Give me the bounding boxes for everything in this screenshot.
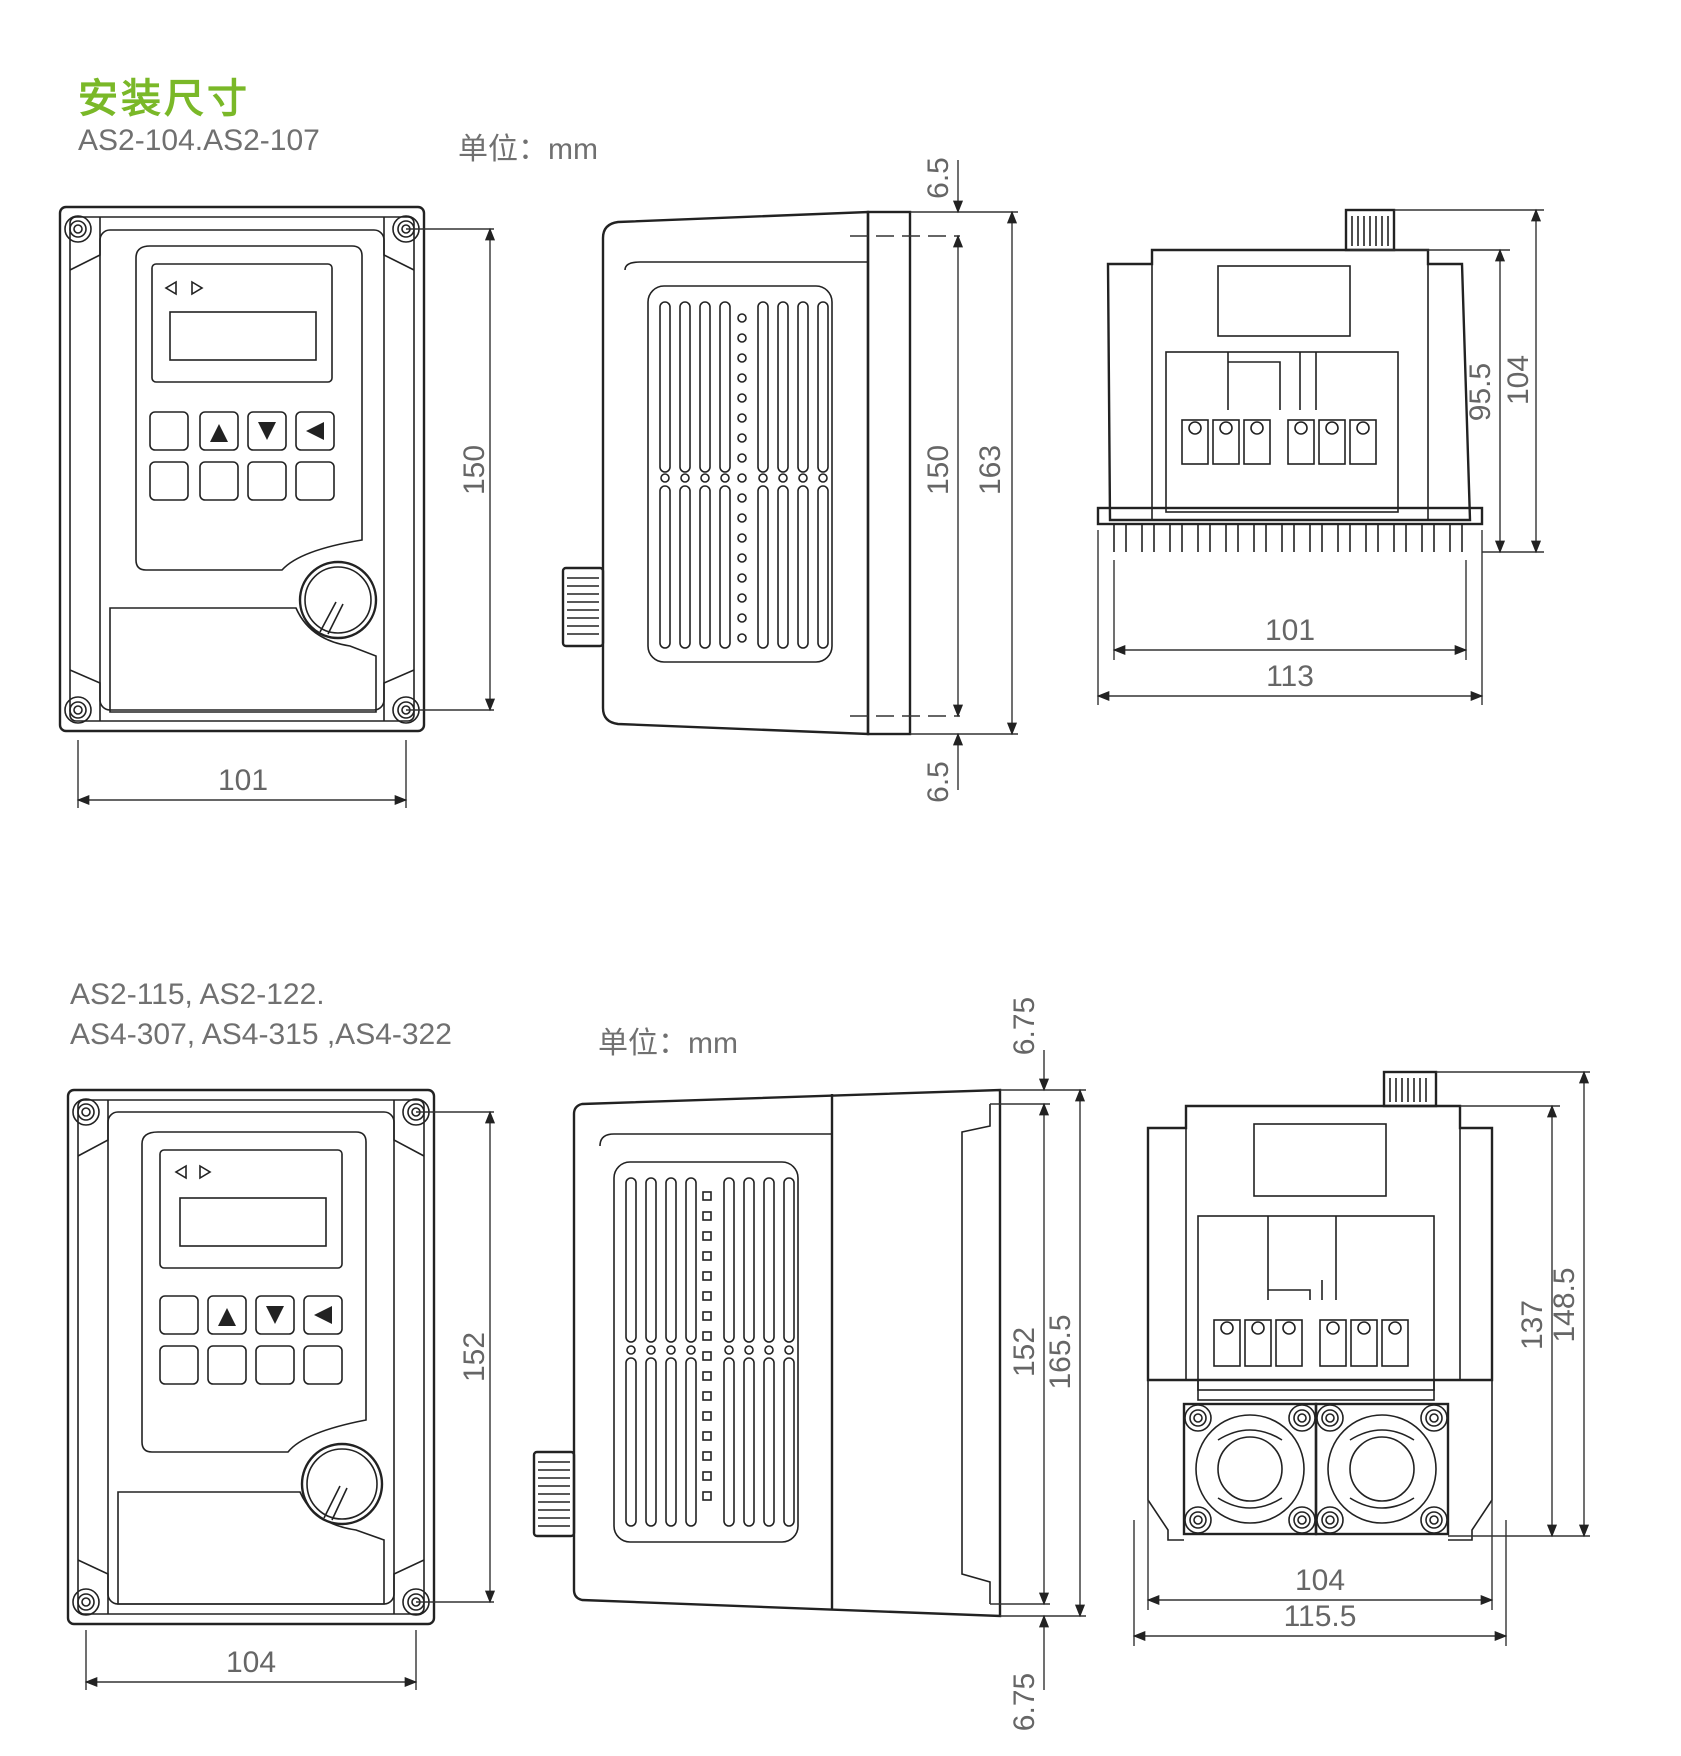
- s1-top-view: [1096, 208, 1544, 705]
- section2-models-line1: AS2-115, AS2-122.: [70, 978, 325, 1011]
- s1-side-view: [561, 160, 1018, 790]
- s2-side-total-label: 165.5: [1044, 1314, 1077, 1389]
- s1-front-view: [58, 205, 496, 808]
- s1-side-inner-label: 150: [922, 445, 955, 495]
- s2-top-total-w-label: 115.5: [1284, 1600, 1357, 1633]
- section2-unit: 单位：mm: [598, 1027, 738, 1060]
- s2-side-top-label: 6.75: [1008, 997, 1041, 1055]
- page-title: 安装尺寸: [78, 77, 250, 121]
- section1-unit: 单位：mm: [458, 133, 598, 166]
- s2-top-inner-w-label: 104: [1295, 1564, 1345, 1597]
- section2-models-line2: AS4-307, AS4-315 ,AS4-322: [70, 1018, 452, 1051]
- s1-front-height-label: 150: [458, 445, 491, 495]
- s1-side-bottom-label: 6.5: [922, 761, 955, 803]
- s1-top-total-h-label: 104: [1502, 355, 1535, 405]
- s2-top-view: [1132, 1070, 1590, 1646]
- s1-top-inner-w-label: 101: [1265, 614, 1315, 647]
- s1-top-inner-h-label: 95.5: [1464, 363, 1497, 421]
- s2-top-total-h-label: 148.5: [1548, 1267, 1581, 1342]
- s2-top-inner-h-label: 137: [1516, 1300, 1549, 1350]
- s2-front-view: [66, 1088, 496, 1690]
- s2-front-width-label: 104: [226, 1646, 276, 1679]
- s2-side-view: [532, 1050, 1086, 1690]
- s1-side-top-label: 6.5: [922, 157, 955, 199]
- s1-front-width-label: 101: [218, 764, 268, 797]
- s2-side-bottom-label: 6.75: [1008, 1673, 1041, 1731]
- s2-front-height-label: 152: [458, 1332, 491, 1382]
- s1-top-total-w-label: 113: [1266, 660, 1314, 693]
- s2-side-inner-label: 152: [1008, 1327, 1041, 1377]
- section1-models: AS2-104.AS2-107: [78, 124, 320, 157]
- s1-side-total-label: 163: [974, 445, 1007, 495]
